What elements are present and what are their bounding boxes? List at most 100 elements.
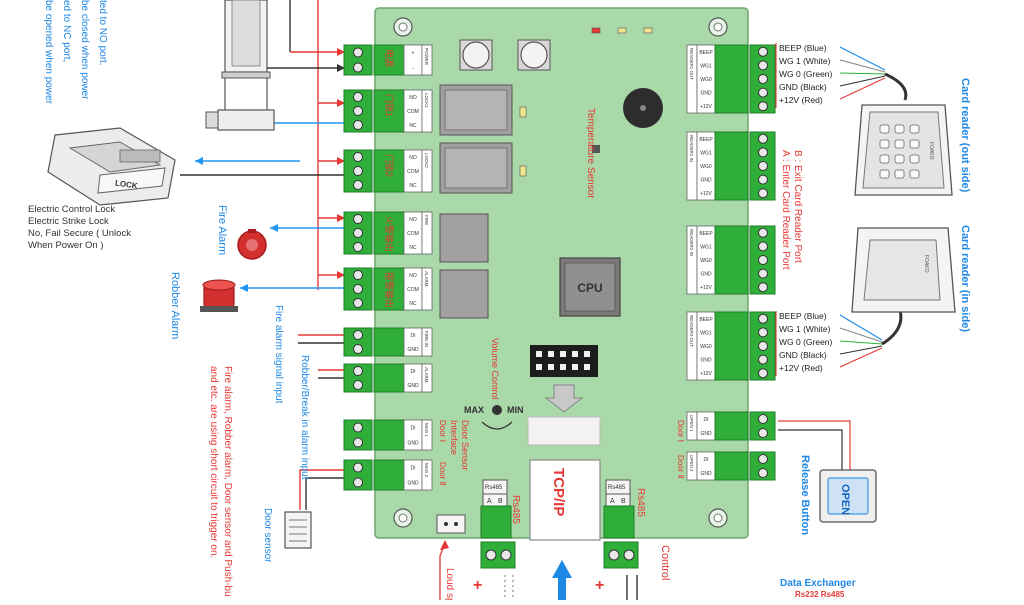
pin-label: NC [409,123,417,129]
terminal-screw[interactable] [758,133,768,144]
reader-wire-labels-out: BEEP (Blue) WG 1 (White) WG 0 (Green) GN… [779,43,833,105]
terminal-screw[interactable] [353,62,363,73]
ab-note-line: B : Exit Card Reader Port [792,150,803,263]
down-arrow [544,384,584,413]
door-right-label: Door Ⅰ [676,420,685,442]
terminal-tag: ALARM [424,367,429,383]
terminal-screw[interactable] [758,354,768,365]
terminal-screw[interactable] [353,366,363,376]
pin-label: DI [411,426,416,432]
door-sensor-wire-b [305,477,345,510]
tag-strip [421,149,433,193]
rs485-label-right: Rs485 [635,488,646,517]
pin-label: NO [409,217,417,223]
robber-input-label: Robber/Break in alarm input [299,355,310,480]
reader-tag: READER2 IN [689,229,694,256]
terminal-screw[interactable] [758,454,768,464]
pin-label: GND [700,358,712,364]
lock-text: LOCK [114,178,138,190]
reader-brand: FOAKO [928,142,934,160]
terminal-screw[interactable] [353,242,363,252]
wire-label: WG 1 (White) [779,56,831,66]
terminal-screw[interactable] [758,255,768,265]
pin-label: GND [407,347,419,353]
volume-knob[interactable] [492,405,502,415]
terminal-screw[interactable] [758,161,768,171]
electric-strike-lock: LOCK [47,127,176,206]
terminal-screw[interactable] [353,228,363,238]
terminal-screw[interactable] [353,344,363,354]
terminal-screw[interactable] [758,74,768,84]
terminal-screw[interactable] [353,284,363,294]
pin-label: + [412,51,415,57]
terminal-screw[interactable] [353,422,363,433]
ab-note: A : Enter Card Reader Port B : Exit Card… [780,150,803,270]
terminal-tag: LOCK1 [424,93,429,108]
rs485-right [603,479,635,539]
terminal-screw[interactable] [758,368,768,379]
terminal-screw[interactable] [758,241,768,252]
status-leds [591,27,653,34]
terminal-screw[interactable] [758,414,768,424]
terminal-screw[interactable] [353,298,363,308]
terminal-screw[interactable] [758,147,768,158]
terminal-screw[interactable] [758,327,768,338]
terminal-screw[interactable] [353,462,363,473]
terminal-screw[interactable] [353,180,363,190]
terminal-screw[interactable] [758,46,768,57]
terminal-screw[interactable] [353,92,363,102]
card-reader-out [854,104,953,196]
tag-strip [421,44,433,76]
terminal-screw[interactable] [758,60,768,71]
terminal-screw[interactable] [758,428,768,438]
reader-out-wires [775,43,908,108]
terminal-screw[interactable] [758,282,768,293]
terminal-screw[interactable] [353,437,363,448]
terminal-screw[interactable] [353,380,363,390]
arrow-left [195,157,203,165]
terminal-screw[interactable] [353,214,363,224]
pin-label: NC [409,183,417,189]
release-button-device[interactable] [819,469,877,523]
terminal-screw[interactable] [758,174,768,185]
door-right-label: Door Ⅱ [676,455,685,479]
terminal-screw[interactable] [758,268,768,279]
terminal-screw[interactable] [353,330,363,340]
terminal-connector [714,225,749,295]
release-button-label: Release Button [799,455,811,535]
terminal-screw[interactable] [758,227,768,238]
cpu-chip [559,257,621,317]
terminal-screw[interactable] [758,101,768,112]
fire-alarm-input-label: Fire alarm signal input [273,305,284,404]
bottom-terminals [480,541,639,569]
door-roman-labels: Door Ⅰ Door Ⅱ [438,420,447,486]
terminal-screw[interactable] [353,120,363,130]
terminal-tag: FIRE [424,215,429,225]
terminal-screw[interactable] [758,313,768,324]
terminal-screw[interactable] [353,106,363,116]
release-wires [778,420,851,470]
pin-label: NO [409,95,417,101]
terminal-screw[interactable] [353,270,363,280]
terminal-connector [714,131,749,201]
top-note-line: be closed when power [79,0,90,100]
terminal-screw[interactable] [758,468,768,478]
terminal-screw[interactable] [758,87,768,98]
pin-label: WG0 [700,344,712,350]
terminal-screw[interactable] [353,47,363,58]
terminal-screw[interactable] [758,188,768,199]
terminal-screw[interactable] [758,341,768,351]
arrow-right [337,214,345,222]
terminal-tag: POWER [424,48,429,66]
lock-label-line: No, Fail Secure ( Unlock [28,228,131,239]
arrow-right [337,99,345,107]
rs485-pin: B [621,498,626,505]
terminal-screw[interactable] [353,152,363,162]
loudspeaker-connector [436,514,466,534]
terminal-screw[interactable] [353,477,363,488]
top-note-line: ed to NC port, [61,0,72,62]
terminal-screw[interactable] [353,166,363,176]
